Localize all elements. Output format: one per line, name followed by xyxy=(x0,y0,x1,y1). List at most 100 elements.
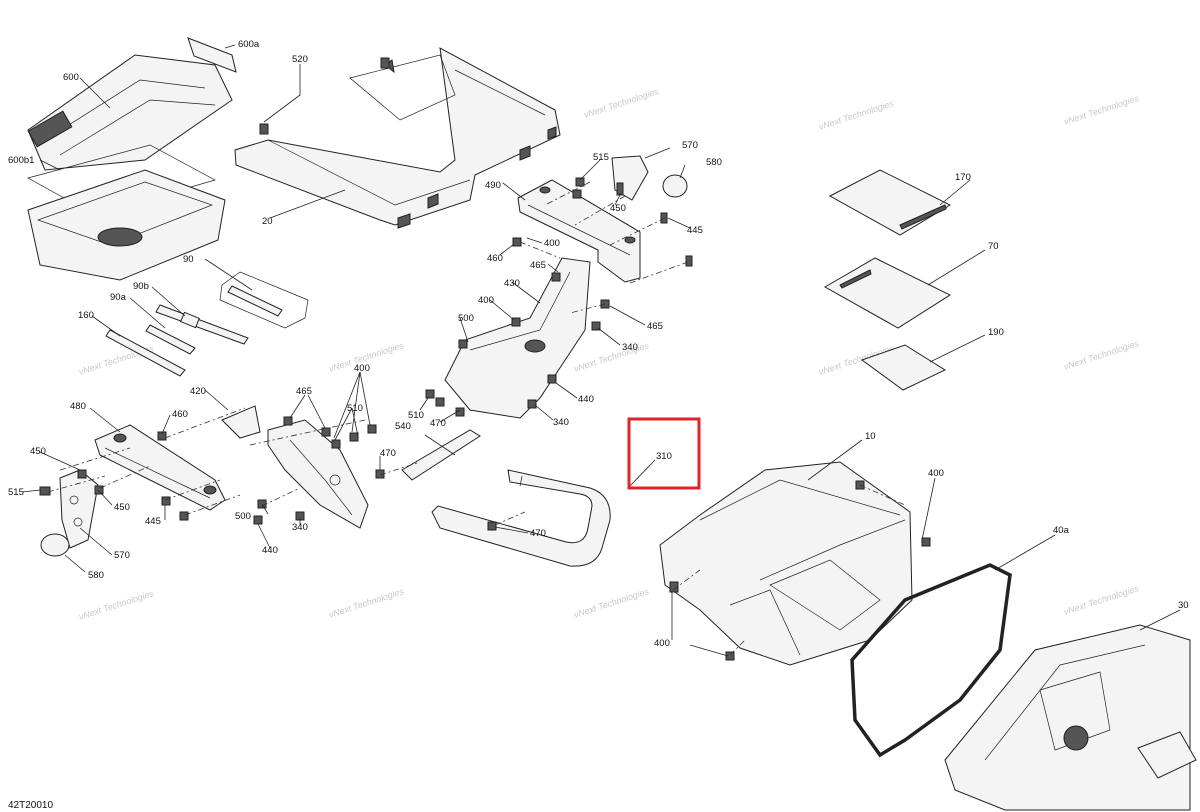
part-label: 515 xyxy=(8,487,24,498)
book-170 xyxy=(828,169,952,236)
spanner-160 xyxy=(105,329,186,377)
part-label: 90b xyxy=(133,281,149,292)
watermark-text: vNext Technologies xyxy=(573,340,651,374)
highlighted-part-callout[interactable]: 310 xyxy=(627,417,701,490)
left-bracket-assembly xyxy=(40,405,369,557)
part-label: 430 xyxy=(504,278,520,289)
part-label: 600a xyxy=(238,39,260,50)
handle-assembly xyxy=(401,429,611,567)
part-label: 190 xyxy=(988,327,1004,338)
highlight-box xyxy=(627,417,701,490)
part-label: 580 xyxy=(88,570,104,581)
part-label: 465 xyxy=(647,321,663,332)
cap-580-top xyxy=(662,174,688,198)
rear-box-assembly xyxy=(659,461,1197,811)
lid-30 xyxy=(944,624,1191,811)
cap-580 xyxy=(40,533,70,557)
assembly-lines xyxy=(47,181,906,656)
floor-panel xyxy=(234,47,561,226)
wrench xyxy=(227,285,283,317)
part-label: 400 xyxy=(928,468,944,479)
part-label: 515 xyxy=(593,152,609,163)
documentation xyxy=(823,169,952,391)
side-panel xyxy=(267,419,369,529)
highlighted-part-label: 310 xyxy=(656,451,672,462)
part-label: 510 xyxy=(408,410,424,421)
tool-pouch xyxy=(219,271,309,329)
part-label: 90 xyxy=(183,254,194,265)
part-label: 400 xyxy=(654,638,670,649)
spark-plug-socket xyxy=(145,324,196,355)
leader-lines xyxy=(21,44,1181,657)
part-label: 450 xyxy=(610,203,626,214)
part-label: 520 xyxy=(292,54,308,65)
part-label: 510 xyxy=(347,403,363,414)
bin-tray xyxy=(27,169,226,281)
center-frame-assembly xyxy=(444,155,688,419)
watermark-text: vNext Technologies xyxy=(818,98,896,132)
part-label: 460 xyxy=(487,253,503,264)
watermark-text: vNext Technologies xyxy=(1063,338,1141,372)
part-label: 450 xyxy=(30,446,46,457)
part-label: 445 xyxy=(687,225,703,236)
part-label: 170 xyxy=(955,172,971,183)
part-label: 470 xyxy=(380,448,396,459)
part-label: 90a xyxy=(110,292,127,303)
part-label: 160 xyxy=(78,310,94,321)
part-label: 400 xyxy=(544,238,560,249)
seal-40a xyxy=(850,563,1012,758)
watermark-text: vNext Technologies xyxy=(583,86,661,120)
part-label: 480 xyxy=(70,401,86,412)
lid-latch xyxy=(27,110,73,148)
part-label: 440 xyxy=(262,545,278,556)
part-label: 70 xyxy=(988,241,999,252)
part-label: 570 xyxy=(682,140,698,151)
part-label: 600b1 xyxy=(8,155,34,166)
part-label: 540 xyxy=(395,421,411,432)
part-label: 470 xyxy=(430,418,446,429)
bracket-540 xyxy=(401,429,481,481)
part-label: 340 xyxy=(292,522,308,533)
part-label: 340 xyxy=(553,417,569,428)
part-label: 465 xyxy=(296,386,312,397)
fasteners xyxy=(39,57,931,661)
floor-panel-assembly xyxy=(234,47,561,229)
part-label: 10 xyxy=(865,431,876,442)
part-label: 445 xyxy=(145,516,161,527)
extension-bar xyxy=(155,304,249,345)
watermark-text: vNext Technologies xyxy=(78,588,156,622)
part-label: 420 xyxy=(190,386,206,397)
part-label: 20 xyxy=(262,216,273,227)
part-label: 490 xyxy=(485,180,501,191)
part-labels: 600a 600 600b1 520 20 515 570 580 490 45… xyxy=(8,39,1189,649)
part-label: 470 xyxy=(530,528,546,539)
watermark-text: vNext Technologies xyxy=(1063,583,1141,617)
bracket-cover-420 xyxy=(221,405,261,439)
watermark-text: vNext Technologies xyxy=(573,586,651,620)
part-label: 580 xyxy=(706,157,722,168)
part-label: 500 xyxy=(458,313,474,324)
drawing-number: 42T20010 xyxy=(8,800,53,811)
latch xyxy=(1137,731,1197,779)
part-label: 600 xyxy=(63,72,79,83)
part-label: 465 xyxy=(530,260,546,271)
watermark-text: vNext Technologies xyxy=(1063,93,1141,127)
grab-handle-310 xyxy=(431,469,611,567)
watermark-layer: vNext Technologies vNext Technologies vN… xyxy=(78,86,1141,622)
crossmember-480 xyxy=(94,424,226,511)
part-label: 460 xyxy=(172,409,188,420)
hitch-plate-570 xyxy=(59,469,99,549)
part-label: 500 xyxy=(235,511,251,522)
rear-box-10 xyxy=(659,461,913,666)
bin-drain xyxy=(97,227,143,247)
part-label: 340 xyxy=(622,342,638,353)
part-label: 400 xyxy=(354,363,370,374)
part-label: 440 xyxy=(578,394,594,405)
storage-bin-assembly xyxy=(27,37,237,281)
lid-handle-600a xyxy=(187,37,237,73)
tool-kit xyxy=(105,271,309,377)
card-190 xyxy=(860,344,947,391)
part-label: 30 xyxy=(1178,600,1189,611)
watermark-text: vNext Technologies xyxy=(328,586,406,620)
